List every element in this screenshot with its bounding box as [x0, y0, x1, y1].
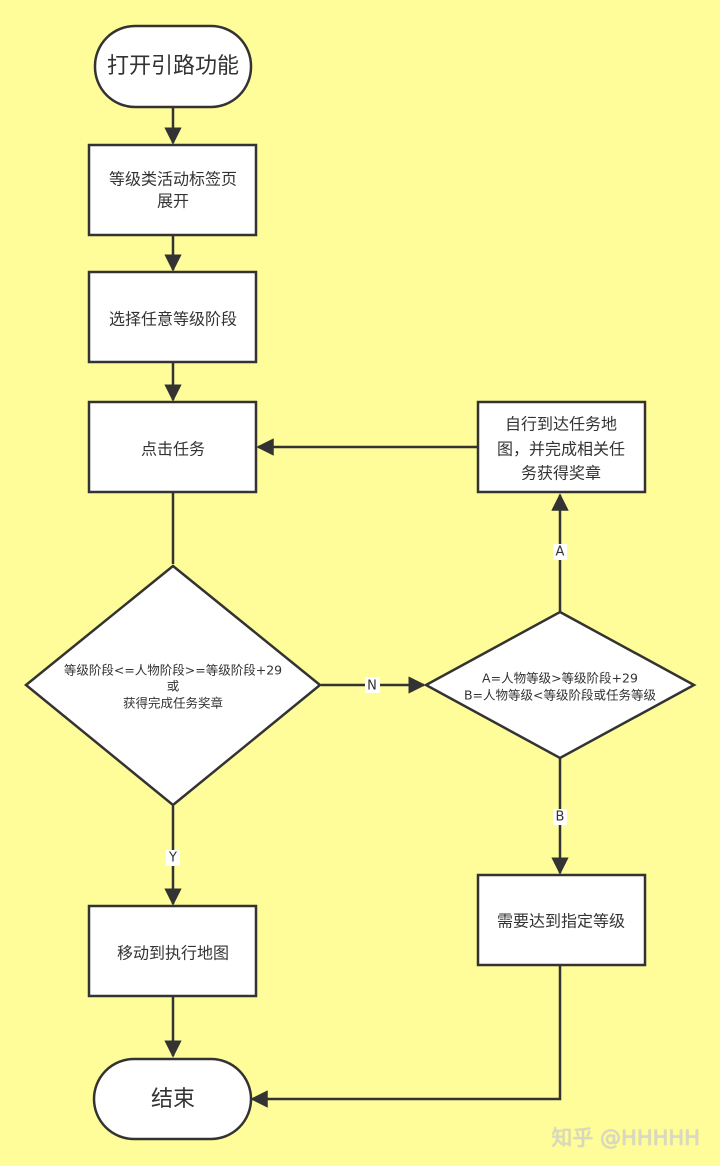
svg-text:等级类活动标签页: 等级类活动标签页	[109, 170, 237, 189]
watermark: 知乎 @HHHHH	[551, 1126, 700, 1150]
svg-text:Y: Y	[168, 851, 177, 866]
svg-text:B: B	[556, 810, 565, 825]
svg-text:展开: 展开	[157, 192, 189, 211]
svg-text:等级阶段<=人物阶段>=等级阶段+29: 等级阶段<=人物阶段>=等级阶段+29	[64, 663, 282, 678]
node-need-level: 需要达到指定等级	[476, 873, 647, 967]
svg-text:A: A	[556, 545, 565, 560]
svg-text:N: N	[367, 679, 377, 694]
node-click-task: 点击任务	[87, 400, 258, 494]
node-select-stage: 选择任意等级阶段	[87, 270, 258, 364]
svg-text:结束: 结束	[151, 1087, 195, 1112]
edge-label-yes: Y	[166, 850, 180, 866]
svg-text:B=人物等级<等级阶段或任务等级: B=人物等级<等级阶段或任务等级	[464, 688, 657, 703]
node-start: 打开引路功能	[93, 24, 253, 109]
svg-text:图，并完成相关任: 图，并完成相关任	[497, 440, 625, 459]
node-decision-ab: A=人物等级>等级阶段+29 B=人物等级<等级阶段或任务等级	[423, 610, 697, 760]
svg-text:自行到达任务地: 自行到达任务地	[505, 415, 617, 434]
svg-text:移动到执行地图: 移动到执行地图	[117, 944, 229, 963]
node-go-to-map-self: 自行到达任务地 图，并完成相关任 务获得奖章	[476, 400, 647, 494]
svg-text:获得完成任务奖章: 获得完成任务奖章	[123, 696, 223, 711]
svg-text:选择任意等级阶段: 选择任意等级阶段	[109, 310, 237, 329]
node-move-to-map: 移动到执行地图	[87, 904, 258, 998]
edge-label-a: A	[553, 544, 567, 560]
node-decision-main: 等级阶段<=人物阶段>=等级阶段+29 或 获得完成任务奖章	[24, 564, 322, 807]
edge-label-b: B	[553, 809, 567, 825]
node-end: 结束	[92, 1057, 253, 1141]
svg-text:需要达到指定等级: 需要达到指定等级	[497, 912, 625, 931]
node-expand-tab: 等级类活动标签页 展开	[87, 143, 258, 237]
edge-need-level-to-end	[250, 966, 562, 1108]
svg-text:或: 或	[167, 679, 180, 694]
svg-text:务获得奖章: 务获得奖章	[521, 464, 601, 483]
svg-text:点击任务: 点击任务	[141, 440, 205, 459]
edge-label-no: N	[365, 677, 380, 694]
svg-text:A=人物等级>等级阶段+29: A=人物等级>等级阶段+29	[482, 671, 638, 686]
svg-text:打开引路功能: 打开引路功能	[107, 54, 239, 79]
